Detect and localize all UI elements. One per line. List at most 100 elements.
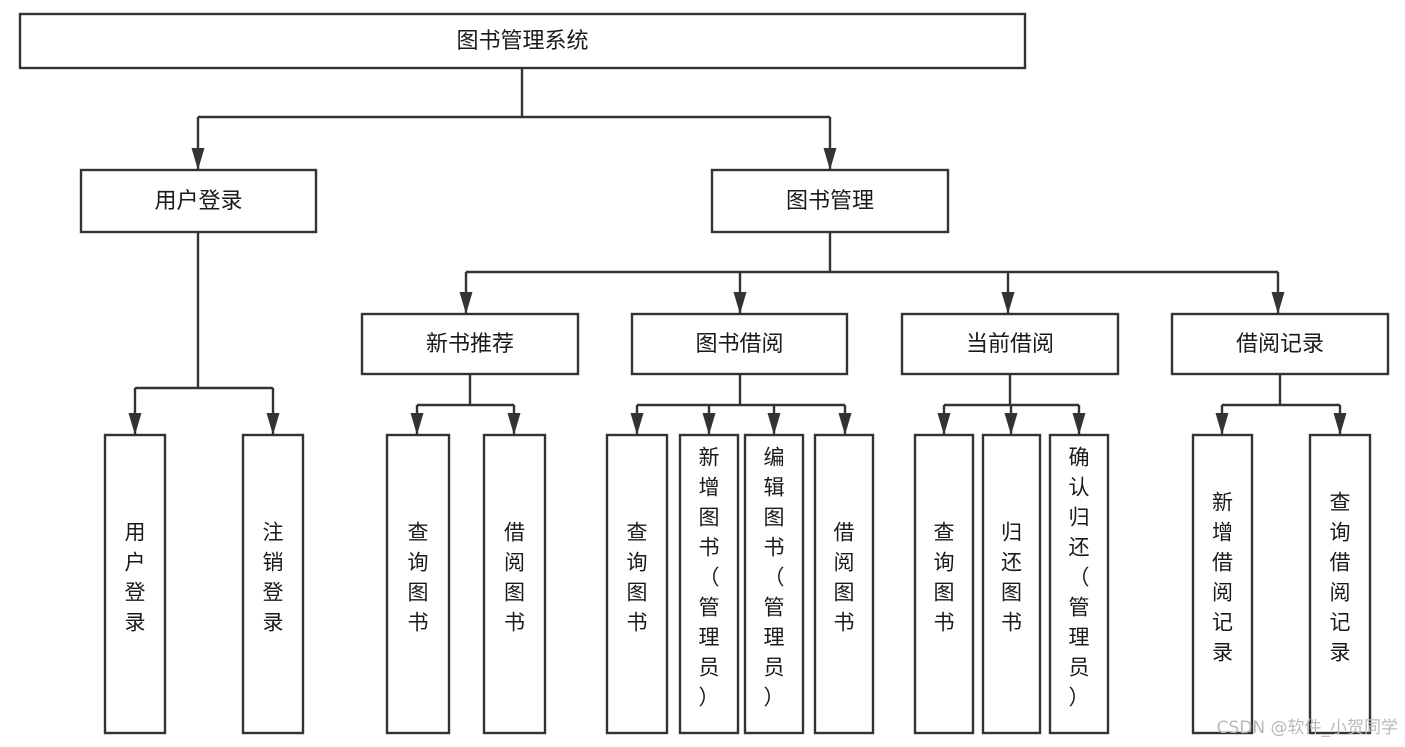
leaf-node-leaf-add-book-admin[interactable]: 新增图书（管理员） [678,433,740,735]
vertical-glyph: 查 [408,520,429,544]
vertical-glyph: 阅 [834,550,855,574]
vertical-glyph: 注 [263,520,284,544]
vertical-glyph: 新 [699,445,720,469]
vertical-glyph: 认 [1069,475,1090,499]
level2-node-user-login[interactable]: 用户登录 [79,168,318,234]
vertical-glyph: 图 [1001,580,1022,604]
vertical-glyph: （ [1069,565,1090,589]
leaf-node-box[interactable] [678,433,740,735]
vertical-glyph: 借 [834,520,855,544]
connector-arrowhead [838,413,852,435]
leaf-node-box[interactable] [103,433,167,735]
vertical-glyph: 书 [834,610,855,634]
leaf-node-box[interactable] [1048,433,1110,735]
level3-node-box[interactable] [900,312,1120,376]
leaf-node-box[interactable] [482,433,547,735]
leaf-node-box[interactable] [241,433,305,735]
root-node-label: 图书管理系统 [456,29,588,54]
level3-node-book-borrow[interactable]: 图书借阅 [630,312,849,376]
leaf-node-leaf-return-book[interactable]: 归还图书 [981,433,1042,735]
level3-node-new-book-recommend[interactable]: 新书推荐 [360,312,580,376]
vertical-glyph: 理 [699,625,720,649]
vertical-glyph: 借 [504,520,525,544]
leaf-node-leaf-borrow-book[interactable]: 借阅图书 [813,433,875,735]
leaf-node-leaf-query-borrow-record[interactable]: 查询借阅记录 [1308,433,1372,735]
level2-node-book-management[interactable]: 图书管理 [710,168,950,234]
leaf-node-leaf-add-borrow-record[interactable]: 新增借阅记录 [1191,433,1254,735]
vertical-glyph: 记 [1212,610,1233,634]
leaf-node-box[interactable] [981,433,1042,735]
connector-arrowhead [733,292,747,314]
vertical-glyph: 图 [504,580,525,604]
level2-node-label: 图书管理 [786,189,874,214]
vertical-glyph: 录 [125,610,146,634]
vertical-glyph: 录 [263,610,284,634]
level2-node-label: 用户登录 [154,189,242,214]
level2-node-box[interactable] [79,168,318,234]
vertical-glyph: 图 [834,580,855,604]
vertical-glyph: 图 [627,580,648,604]
leaf-node-leaf-query-book-current[interactable]: 查询图书 [913,433,975,735]
vertical-glyph: 图 [934,580,955,604]
vertical-glyph: 查 [627,520,648,544]
leaf-node-leaf-query-book-recommend[interactable]: 查询图书 [385,433,451,735]
level3-node-label: 图书借阅 [695,332,783,357]
level3-node-box[interactable] [1170,312,1390,376]
leaf-node-label: 新增借阅记录 [1212,490,1233,664]
vertical-glyph: 理 [764,625,785,649]
leaf-node-label: 用户登录 [125,520,146,634]
vertical-glyph: 增 [699,475,720,499]
connector-arrowhead [1215,413,1229,435]
csdn-watermark: CSDN @软件_小贺同学 [1217,718,1398,738]
vertical-glyph: 管 [764,595,785,619]
leaf-node-box[interactable] [1191,433,1254,735]
root-node-box[interactable] [18,12,1027,70]
connector-arrowhead [1271,292,1285,314]
leaf-node-leaf-query-book-borrow[interactable]: 查询图书 [605,433,669,735]
vertical-glyph: （ [699,565,720,589]
vertical-glyph: 员 [1069,655,1090,679]
level3-node-borrow-record[interactable]: 借阅记录 [1170,312,1390,376]
level3-node-box[interactable] [360,312,580,376]
vertical-glyph: 询 [1330,520,1351,544]
vertical-glyph: 归 [1001,520,1022,544]
vertical-glyph: 书 [627,610,648,634]
vertical-glyph: （ [764,565,785,589]
leaf-node-leaf-edit-book-admin[interactable]: 编辑图书（管理员） [743,433,805,735]
vertical-glyph: ） [764,685,785,709]
leaf-node-leaf-confirm-return-admin[interactable]: 确认归还（管理员） [1048,433,1110,735]
connector-arrowhead [459,292,473,314]
leaf-node-box[interactable] [743,433,805,735]
leaf-node-box[interactable] [813,433,875,735]
vertical-glyph: 辑 [764,475,785,499]
connector-arrowhead [128,413,142,435]
leaf-node-box[interactable] [605,433,669,735]
leaf-node-leaf-user-logout[interactable]: 注销登录 [241,433,305,735]
vertical-glyph: 销 [263,550,284,574]
level2-node-box[interactable] [710,168,950,234]
leaf-node-leaf-user-login[interactable]: 用户登录 [103,433,167,735]
vertical-glyph: 登 [263,580,284,604]
vertical-glyph: 还 [1001,550,1022,574]
connector-arrowhead [410,413,424,435]
vertical-glyph: 员 [764,655,785,679]
connector-arrowhead [507,413,521,435]
level3-node-current-borrow[interactable]: 当前借阅 [900,312,1120,376]
leaf-node-label: 新增图书（管理员） [699,445,720,709]
vertical-glyph: 记 [1330,610,1351,634]
leaf-node-label: 编辑图书（管理员） [764,445,785,709]
leaf-node-box[interactable] [913,433,975,735]
vertical-glyph: 询 [627,550,648,574]
vertical-glyph: 户 [125,550,146,574]
vertical-glyph: 图 [408,580,429,604]
connectors-layer [128,68,1347,435]
level3-node-box[interactable] [630,312,849,376]
vertical-glyph: 书 [764,535,785,559]
connector-arrowhead [1333,413,1347,435]
leaf-node-leaf-borrow-book-recommend[interactable]: 借阅图书 [482,433,547,735]
leaf-node-box[interactable] [385,433,451,735]
root-node-root[interactable]: 图书管理系统 [18,12,1027,70]
leaf-node-box[interactable] [1308,433,1372,735]
